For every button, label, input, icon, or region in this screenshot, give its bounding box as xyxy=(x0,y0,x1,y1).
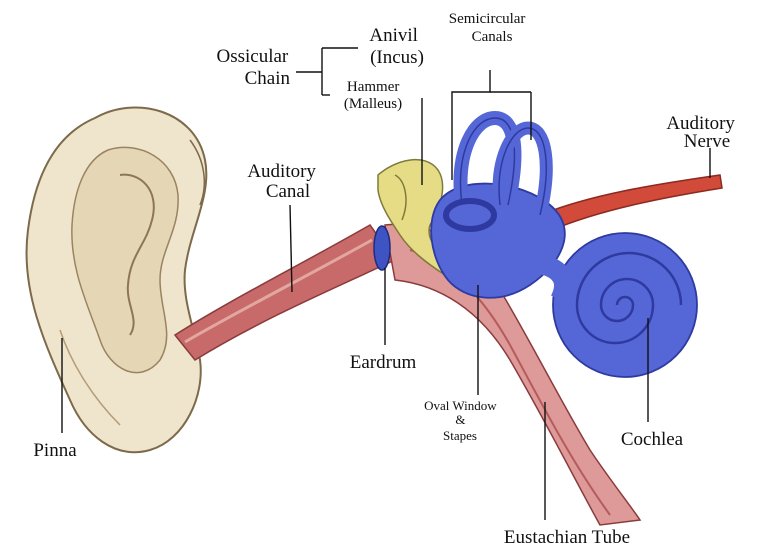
label-hammer-line2: (Malleus) xyxy=(344,96,402,112)
label-cochlea: Cochlea xyxy=(621,429,684,450)
auditory-canal-shape xyxy=(175,225,395,360)
label-semicircular-line1: Semicircular xyxy=(449,11,526,27)
label-pinna: Pinna xyxy=(33,440,77,461)
label-auditory-canal-line1: Auditory xyxy=(247,161,316,182)
pinna-shape xyxy=(26,107,206,452)
label-ossicular-line1: Ossicular xyxy=(216,46,288,67)
label-oval-window: Oval Window & Stapes xyxy=(424,398,500,443)
eardrum-shape xyxy=(374,226,390,270)
auditory-nerve-shape xyxy=(540,175,722,230)
label-ossicular-chain: Ossicular Chain xyxy=(216,46,293,89)
label-auditory-nerve-line2: Nerve xyxy=(684,131,730,152)
label-ossicular-line2: Chain xyxy=(245,68,291,89)
label-anvil: Anivil (Incus) xyxy=(369,25,424,68)
label-hammer: Hammer (Malleus) xyxy=(344,79,403,112)
label-anvil-line2: (Incus) xyxy=(370,47,424,68)
label-auditory-nerve: Auditory Nerve xyxy=(666,113,739,152)
label-anvil-line1: Anivil xyxy=(369,25,418,46)
inner-ear-shape xyxy=(431,118,697,377)
label-oval-window-line2: & xyxy=(455,412,465,427)
label-eustachian-tube: Eustachian Tube xyxy=(504,527,630,548)
label-semicircular-line2: Canals xyxy=(472,29,513,45)
label-oval-window-line1: Oval Window xyxy=(424,398,497,413)
label-eardrum: Eardrum xyxy=(350,352,417,373)
ear-illustration xyxy=(26,107,722,525)
label-auditory-canal: Auditory Canal xyxy=(247,161,320,202)
label-semicircular-canals: Semicircular Canals xyxy=(449,11,529,45)
label-hammer-line1: Hammer xyxy=(347,79,399,95)
label-auditory-canal-line2: Canal xyxy=(266,181,310,202)
label-oval-window-line3: Stapes xyxy=(443,428,477,443)
